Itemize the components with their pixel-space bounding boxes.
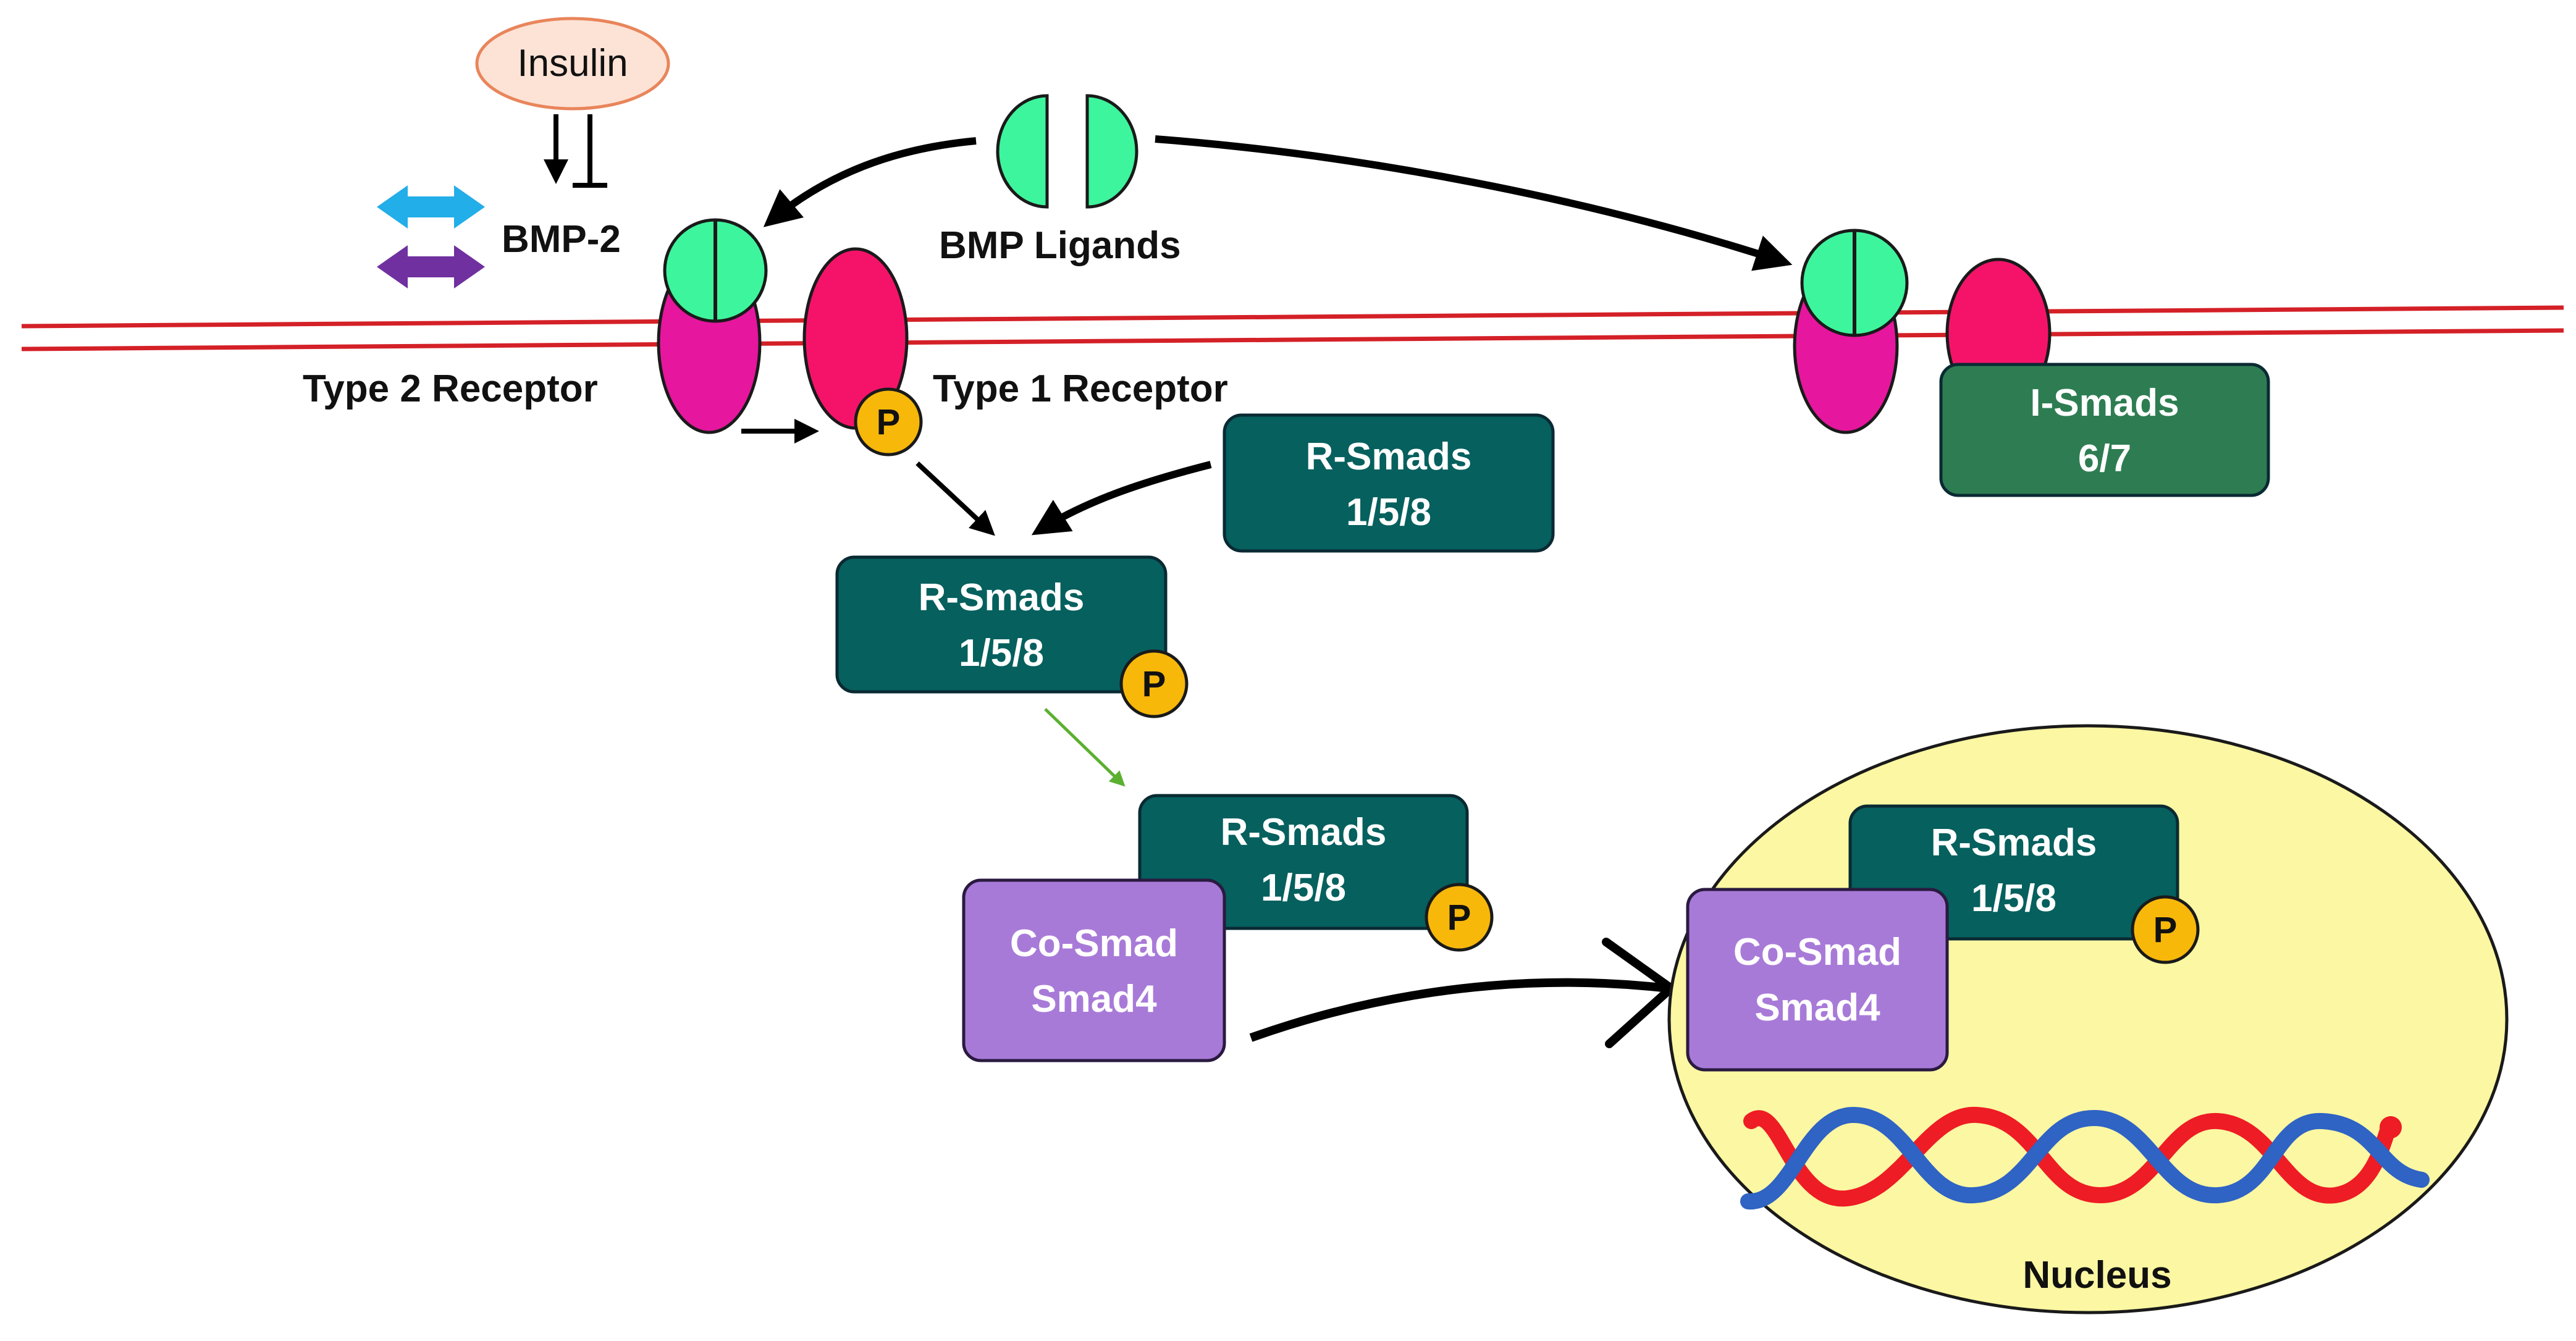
nucleus-label: Nucleus <box>2022 1254 2171 1297</box>
svg-text:Smad4: Smad4 <box>1754 986 1880 1029</box>
rsmads-box-top: R-Smads 1/5/8 <box>1223 413 1555 553</box>
svg-text:R-Smads: R-Smads <box>1931 822 2097 864</box>
ligand-arrow-right <box>1155 135 1793 271</box>
complex-formation-arrow <box>1044 708 1126 787</box>
dna-helix-icon <box>1740 1106 2430 1210</box>
svg-text:1/5/8: 1/5/8 <box>959 632 1044 675</box>
svg-text:1/5/8: 1/5/8 <box>1971 877 2056 920</box>
svg-text:P: P <box>877 402 901 442</box>
svg-text:R-Smads: R-Smads <box>1306 435 1472 478</box>
svg-text:P: P <box>1142 664 1166 704</box>
double-arrow-purple-icon <box>377 245 485 288</box>
type2-receptor-label: Type 2 Receptor <box>303 368 598 410</box>
svg-text:1/5/8: 1/5/8 <box>1261 867 1346 909</box>
type1-receptor-label: Type 1 Receptor <box>933 368 1228 410</box>
svg-text:R-Smads: R-Smads <box>919 576 1085 619</box>
bmp2-label: BMP-2 <box>502 218 621 261</box>
insulin-node: Insulin <box>475 17 670 111</box>
cell-membrane <box>21 305 2564 351</box>
bmp-ligands-label: BMP Ligands <box>939 224 1181 267</box>
receptor-to-rsmad-arrow <box>915 461 995 536</box>
bound-ligand-right <box>1800 229 1909 337</box>
cosmad-box-nucleus: Co-Smad Smad4 <box>1686 888 1949 1072</box>
svg-text:P: P <box>2153 910 2178 950</box>
phosphate-rsmad-mid: P <box>1119 649 1189 718</box>
insulin-label: Insulin <box>517 42 628 85</box>
ligand-arrow-left <box>763 137 977 227</box>
double-arrow-blue-icon <box>377 185 485 229</box>
phosphate-rsmad-nucleus: P <box>2131 895 2200 964</box>
svg-text:Smad4: Smad4 <box>1031 978 1157 1020</box>
svg-text:I-Smads: I-Smads <box>2030 382 2179 424</box>
svg-text:Co-Smad: Co-Smad <box>1010 922 1178 965</box>
insulin-regulation-arrows <box>544 114 607 188</box>
svg-text:Co-Smad: Co-Smad <box>1733 931 1901 973</box>
dna-strand-blue <box>1740 1106 2430 1210</box>
bmp-ligand-pair <box>996 94 1139 209</box>
svg-text:P: P <box>1447 898 1471 938</box>
nuclear-translocation-arrowhead <box>1602 938 1675 1048</box>
dna-strand-red <box>1743 1106 2399 1207</box>
svg-text:1/5/8: 1/5/8 <box>1346 491 1431 534</box>
nuclear-translocation-arrow <box>1249 978 1669 1042</box>
cosmad-box-complex: Co-Smad Smad4 <box>962 878 1226 1062</box>
svg-text:6/7: 6/7 <box>2078 437 2131 480</box>
ismads-box: I-Smads 6/7 <box>1939 363 2270 497</box>
bound-ligand-left <box>663 218 768 323</box>
phosphate-receptor: P <box>854 387 923 456</box>
phosphate-rsmad-complex: P <box>1425 883 1494 952</box>
rsmad-recruitment-arrow <box>1031 461 1212 536</box>
rsmads-box-phosphorylated: R-Smads 1/5/8 <box>835 555 1168 694</box>
svg-text:R-Smads: R-Smads <box>1221 811 1387 854</box>
